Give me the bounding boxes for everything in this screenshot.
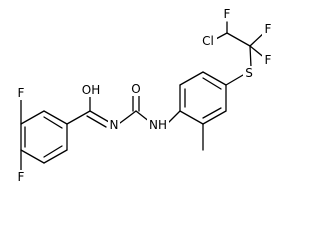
bond-amide-carbon-n-1 [89,110,110,123]
atom-f-chain-right-2-label: F [265,53,272,67]
atom-nh-label: NH [149,118,167,132]
bond-nh-aryl [166,110,181,125]
atom-cl-label: Cl [202,34,214,48]
atom-o-carbonyl: O [130,82,142,96]
atom-f-top: F [15,86,27,100]
bond-n-urea-carbon [119,110,137,124]
bond-amide-carbon-n-2 [86,115,107,128]
atom-f-chain-top-label: F [224,7,231,21]
atom-nh: NH [147,118,169,132]
atom-o-label: O [131,82,140,96]
atom-f-bottom-label: F [18,170,25,184]
atom-n-label: N [110,118,119,132]
atom-n-amide: N [108,118,120,132]
methylphenyl-ring [179,71,227,125]
atom-cl: Cl [199,34,217,48]
bond-cf2-chfcl [226,32,251,47]
atom-f-top-label: F [18,86,25,100]
atom-oh-label: OH [82,83,100,97]
atom-f-chain-right-1-label: F [265,22,272,36]
atom-s-label: S [245,66,253,80]
bond-s-cf2 [249,45,252,68]
bond-aryl-s [225,74,244,86]
molecule-diagram: OH N O NH F F S Cl F F F [15,7,274,184]
atom-f-chain-right-2: F [262,53,274,67]
bond-ring-amide-carbon [66,110,91,125]
atom-oh: OH [81,83,101,97]
atom-f-chain-right-1: F [262,22,274,36]
atom-f-bottom: F [15,170,27,184]
difluorophenyl-ring [20,110,68,164]
atom-s: S [243,66,255,80]
atom-f-chain-top: F [221,7,233,21]
